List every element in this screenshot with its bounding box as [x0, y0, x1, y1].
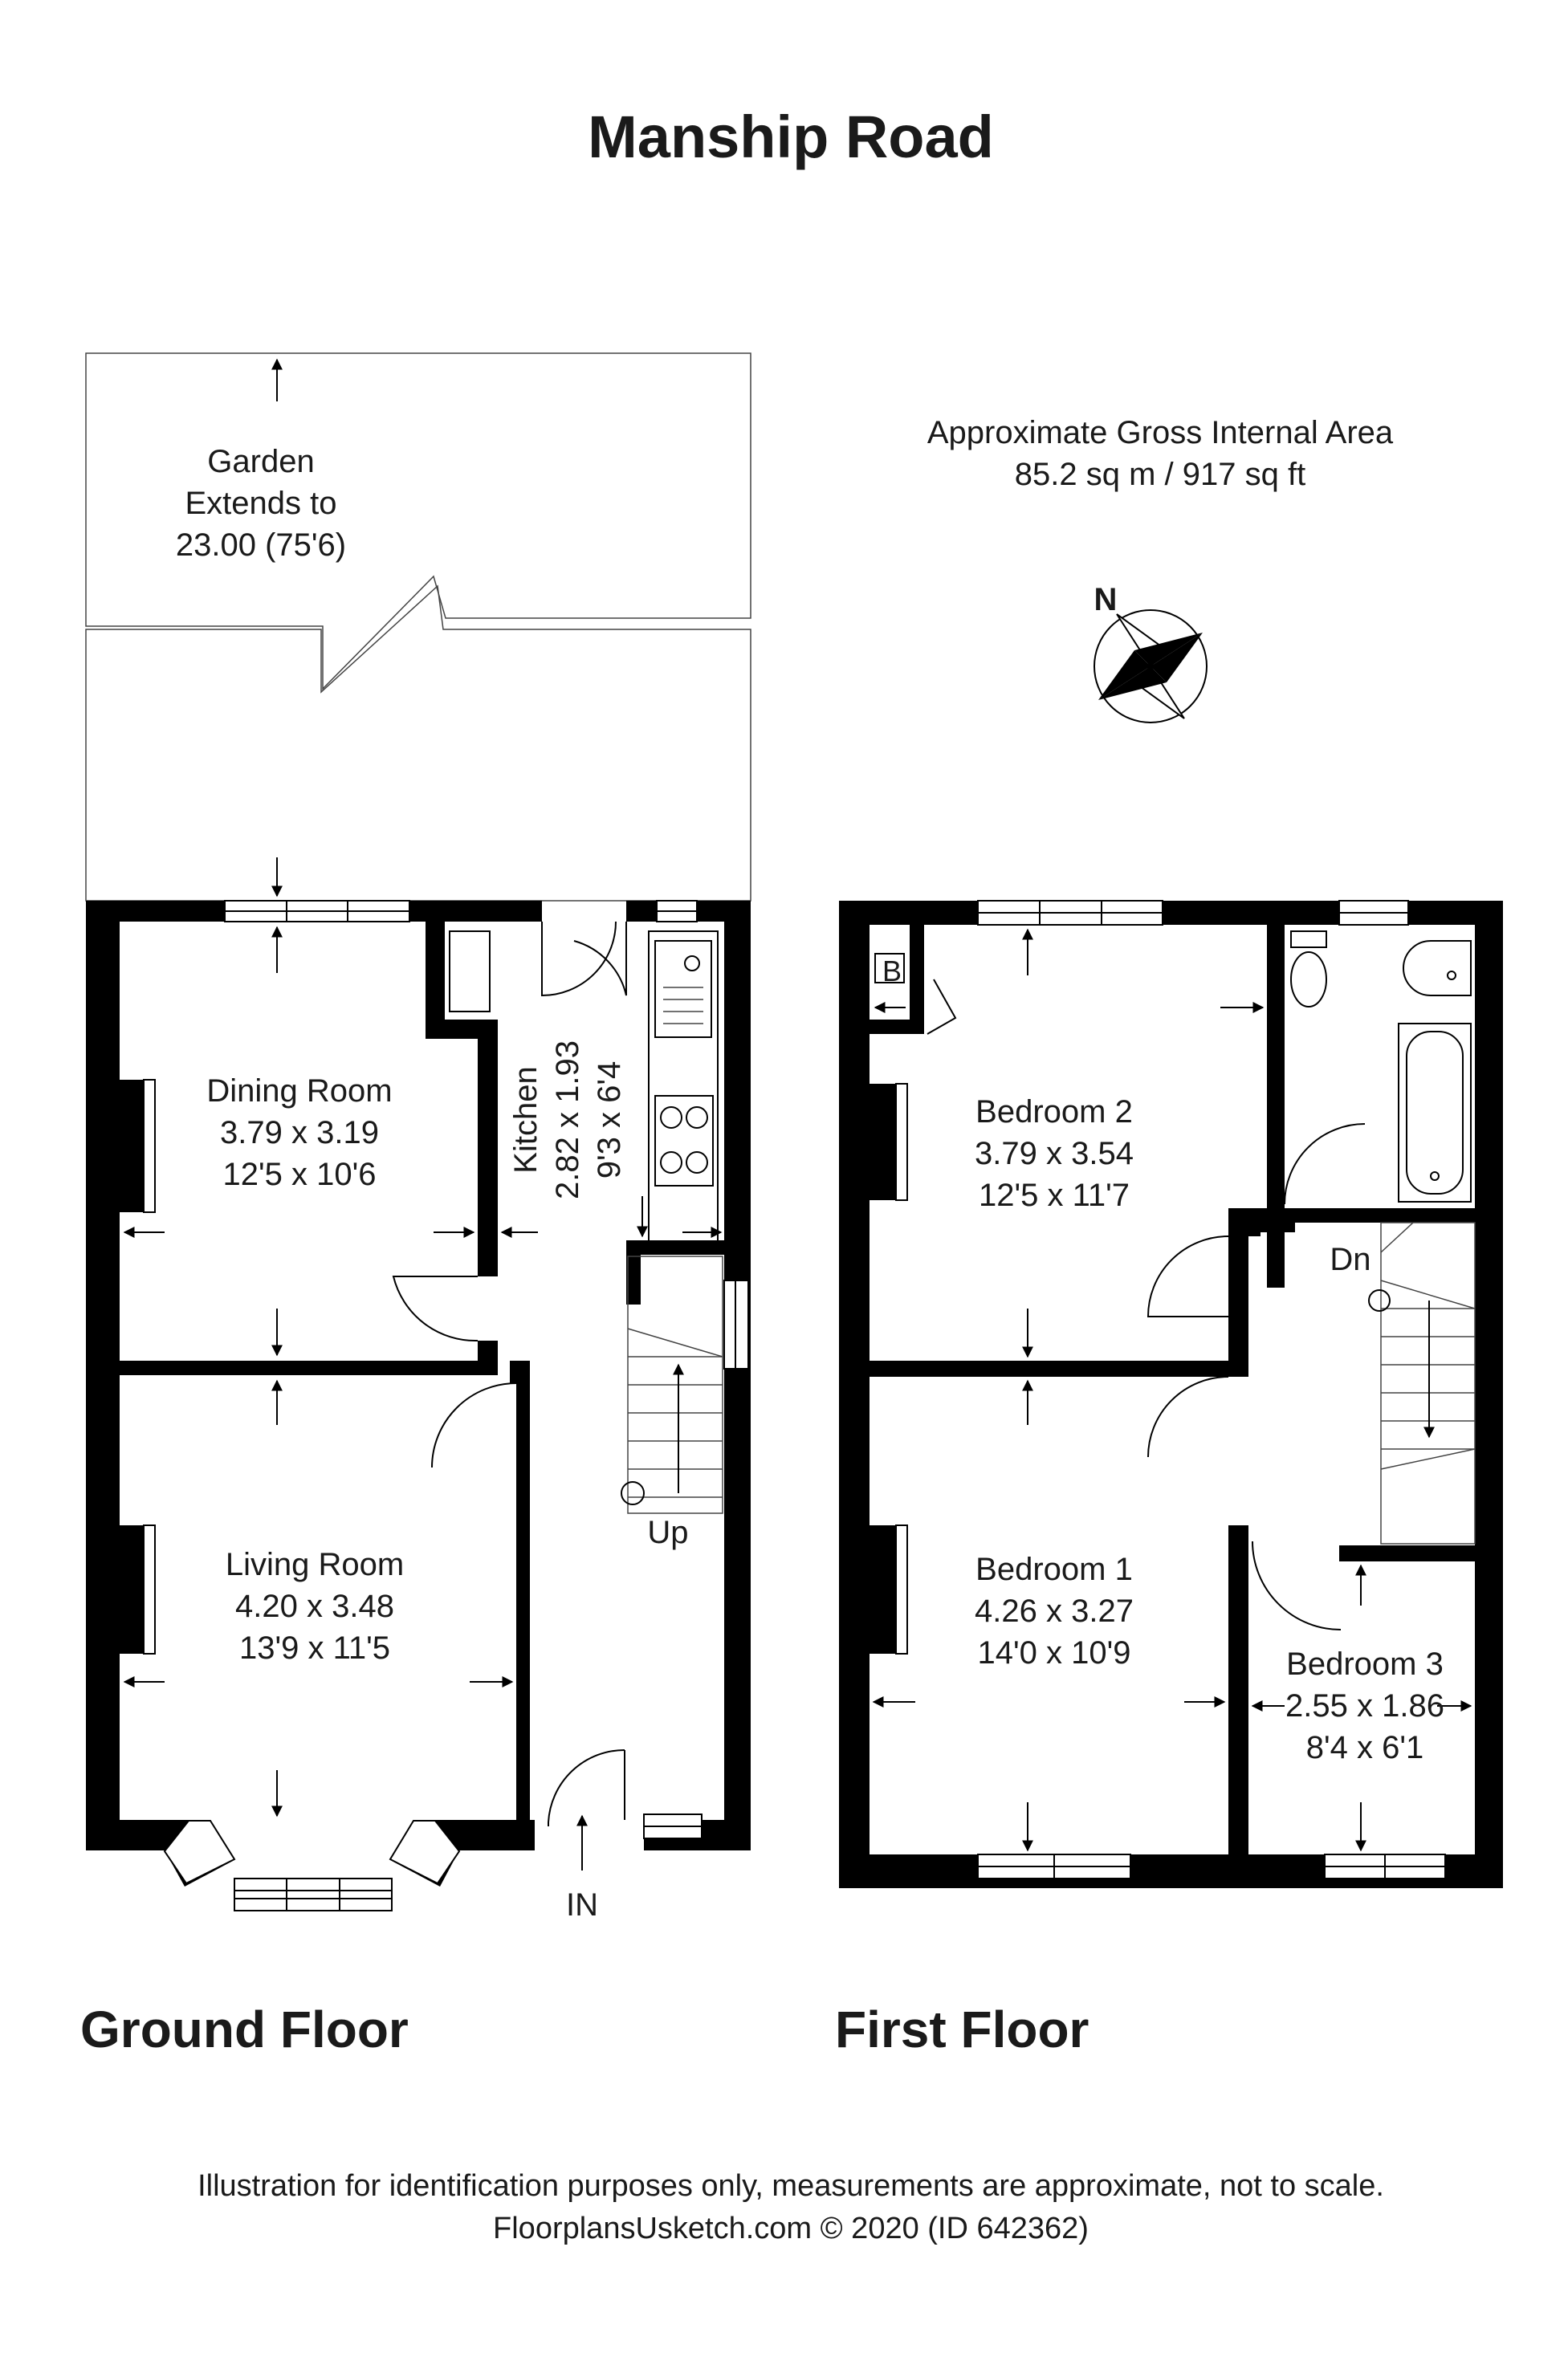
room-metric-living: 4.20 x 3.48	[235, 1589, 394, 1624]
stairs-up-label: Up	[647, 1515, 688, 1550]
room-name-living: Living Room	[226, 1547, 404, 1582]
room-name-dining: Dining Room	[206, 1073, 392, 1109]
room-metric-bedroom-1: 4.26 x 3.27	[975, 1594, 1134, 1629]
room-imperial-living: 13'9 x 11'5	[239, 1630, 390, 1666]
room-imperial-kitchen: 9'3 x 6'4	[592, 1061, 627, 1178]
area-value: 85.2 sq m / 917 sq ft	[1015, 457, 1305, 492]
room-imperial-dining: 12'5 x 10'6	[223, 1157, 377, 1192]
boiler-label: B	[882, 955, 902, 987]
plan-title: Manship Road	[588, 104, 994, 170]
room-name-bedroom-3: Bedroom 3	[1286, 1647, 1444, 1682]
room-imperial-bedroom-1: 14'0 x 10'9	[978, 1635, 1131, 1671]
compass-icon	[1094, 609, 1208, 723]
area-caption: Approximate Gross Internal Area	[927, 415, 1394, 450]
disclaimer-text: Illustration for identification purposes…	[198, 2169, 1384, 2203]
room-metric-bedroom-2: 3.79 x 3.54	[975, 1136, 1134, 1171]
first-floor-label: First Floor	[835, 2001, 1089, 2058]
room-metric-bedroom-3: 2.55 x 1.86	[1285, 1688, 1444, 1724]
ground-floor-plan	[86, 900, 751, 1911]
first-floor-plan	[839, 900, 1503, 1888]
room-metric-kitchen: 2.82 x 1.93	[550, 1040, 585, 1199]
room-name-kitchen: Kitchen	[508, 1066, 544, 1173]
garden-extends-label: Extends to	[185, 486, 336, 521]
room-imperial-bedroom-3: 8'4 x 6'1	[1306, 1730, 1423, 1765]
garden-length: 23.00 (75'6)	[176, 527, 346, 563]
copyright-text: FloorplansUsketch.com © 2020 (ID 642362)	[493, 2212, 1089, 2245]
entrance-label: IN	[566, 1887, 598, 1923]
room-metric-dining: 3.79 x 3.19	[220, 1115, 379, 1150]
garden-label: Garden	[207, 444, 314, 479]
stairs-down-label: Dn	[1330, 1242, 1370, 1277]
room-name-bedroom-2: Bedroom 2	[975, 1094, 1133, 1130]
ground-floor-label: Ground Floor	[80, 2001, 409, 2058]
compass-north-label: N	[1094, 582, 1118, 617]
room-imperial-bedroom-2: 12'5 x 11'7	[979, 1178, 1130, 1213]
room-name-bedroom-1: Bedroom 1	[975, 1552, 1133, 1587]
garden-area	[85, 352, 751, 902]
